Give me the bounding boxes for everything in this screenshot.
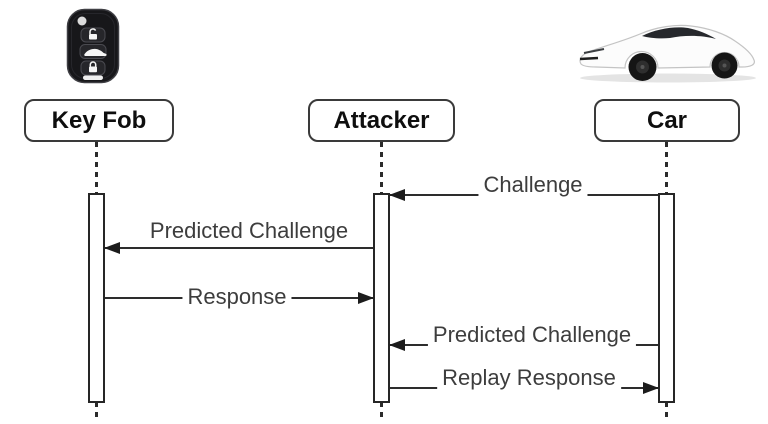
car-headlight <box>583 48 605 54</box>
participant-box-key-fob: Key Fob <box>24 99 174 142</box>
activation-bar-key-fob <box>88 193 105 403</box>
participant-label: Key Fob <box>51 106 147 134</box>
message-label: Challenge <box>478 172 588 198</box>
car-image <box>579 24 756 83</box>
car-grille <box>579 56 599 61</box>
participant-box-attacker: Attacker <box>308 99 455 142</box>
car-trunk-icon <box>84 48 107 56</box>
fob-slot <box>83 75 103 80</box>
activation-bar-car <box>658 193 675 403</box>
lock-icon <box>89 61 97 67</box>
participant-label: Car <box>646 106 688 134</box>
arrowhead-left-icon <box>389 189 405 201</box>
unlock-icon <box>89 28 97 34</box>
arrowhead-left-icon <box>389 339 405 351</box>
participant-label: Attacker <box>333 106 430 134</box>
message-label: Predicted Challenge <box>427 322 637 348</box>
key-fob-image <box>66 8 120 84</box>
message-label: Response <box>182 284 292 310</box>
arrowhead-right-icon <box>358 292 374 304</box>
arrowhead-left-icon <box>104 242 120 254</box>
activation-bar-attacker <box>373 193 390 403</box>
arrowhead-right-icon <box>643 382 659 394</box>
fob-led <box>77 16 87 26</box>
message-label: Replay Response <box>437 365 621 391</box>
message-label: Predicted Challenge <box>144 218 354 244</box>
participant-box-car: Car <box>594 99 740 142</box>
car-glass <box>642 27 716 39</box>
